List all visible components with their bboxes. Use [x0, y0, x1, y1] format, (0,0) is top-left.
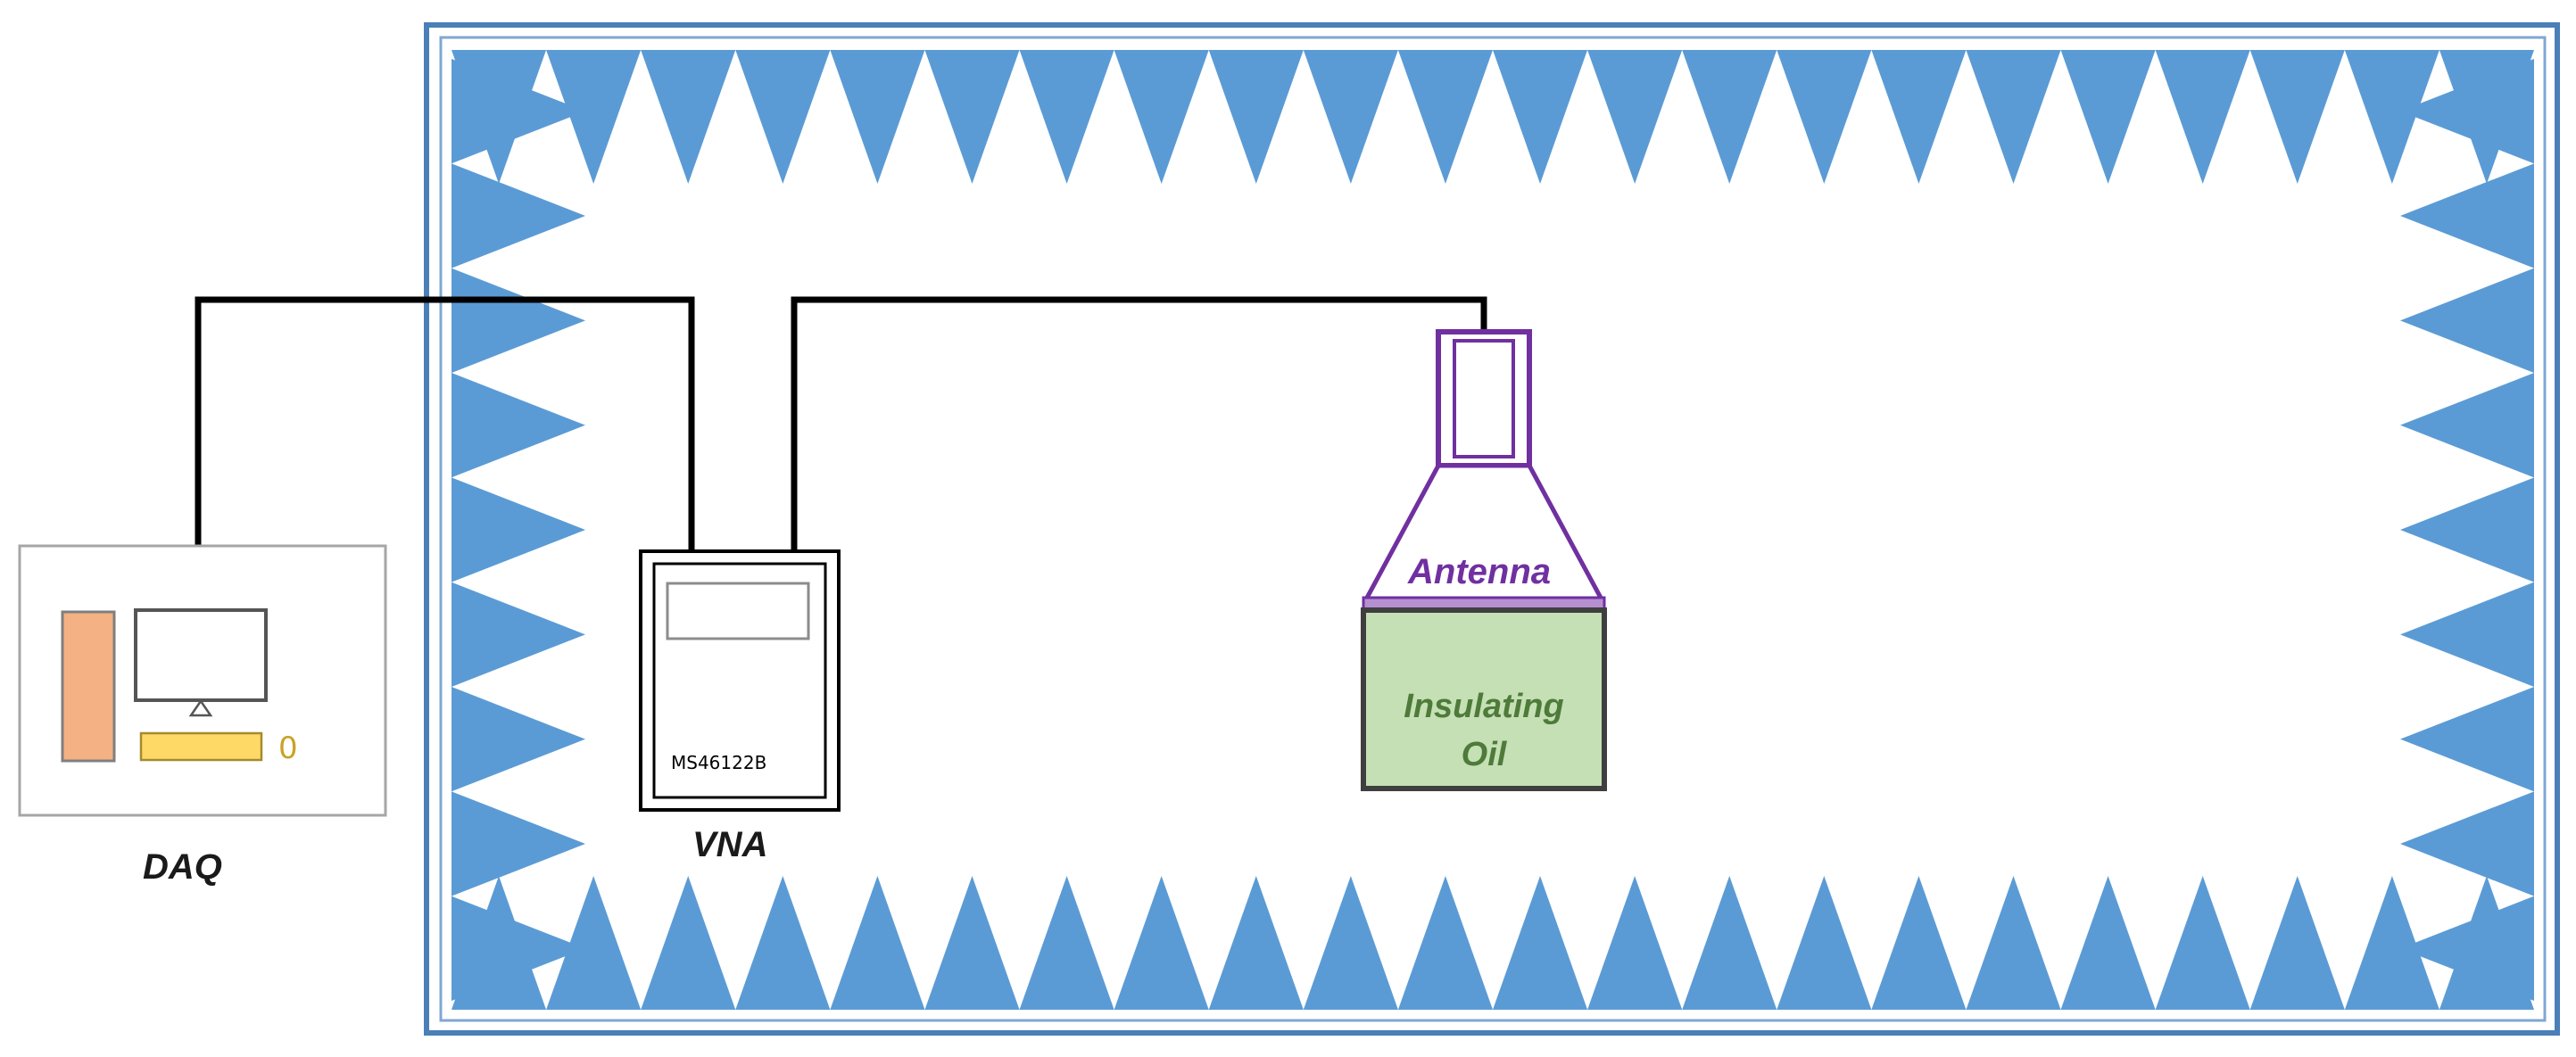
- absorber-wedge: [1208, 876, 1304, 1010]
- absorber-wedge: [451, 373, 585, 478]
- daq-label: DAQ: [143, 847, 222, 887]
- absorber-wedge: [546, 876, 642, 1010]
- absorber-wedge: [1587, 876, 1683, 1010]
- absorber-wedge: [2249, 876, 2345, 1010]
- absorber-wedge: [1682, 50, 1777, 184]
- absorber-wedge: [451, 163, 585, 268]
- absorber-wedge: [1303, 50, 1398, 184]
- absorber-wedge: [2344, 50, 2439, 184]
- absorber-wedge: [2060, 876, 2156, 1010]
- cables: [195, 296, 1487, 551]
- absorber-wedge: [830, 50, 925, 184]
- antenna-label: Antenna: [1407, 552, 1551, 591]
- oil-label-line1: Insulating: [1404, 688, 1563, 725]
- absorber-wedge: [1587, 50, 1683, 184]
- absorber-wedge: [1397, 50, 1493, 184]
- oil-label-line2: Oil: [1462, 736, 1508, 773]
- absorber-wedge: [1303, 876, 1398, 1010]
- absorber-wedge: [2400, 582, 2534, 687]
- absorber-wedge: [451, 59, 585, 164]
- vna-instrument: MS46122B VNA: [639, 549, 841, 864]
- absorber-wedge: [2155, 876, 2250, 1010]
- absorber-wedge: [1966, 50, 2061, 184]
- absorber-wedges: [451, 50, 2534, 1010]
- absorber-wedge: [2400, 268, 2534, 373]
- absorber-wedge: [1777, 50, 1872, 184]
- absorber-wedge: [1777, 876, 1872, 1010]
- absorber-wedge: [2400, 477, 2534, 582]
- absorber-wedge: [451, 896, 585, 1001]
- horn-antenna: Antenna: [1362, 329, 1606, 612]
- absorber-wedge: [1493, 50, 1588, 184]
- insulating-oil-container: Insulating Oil: [1361, 607, 1607, 791]
- absorber-wedge: [735, 50, 831, 184]
- absorber-wedge: [451, 268, 585, 373]
- absorber-wedge: [924, 50, 1020, 184]
- absorber-wedge: [1019, 876, 1114, 1010]
- absorber-wedge: [2400, 687, 2534, 792]
- absorber-wedge: [1871, 50, 1967, 184]
- absorber-wedge: [924, 876, 1020, 1010]
- vna-model-label: MS46122B: [671, 752, 766, 773]
- anechoic-chamber: [424, 22, 2560, 1036]
- absorber-wedge: [1966, 876, 2061, 1010]
- monitor-stand-icon: [188, 698, 213, 717]
- absorber-wedge: [1019, 50, 1114, 184]
- absorber-wedge: [546, 50, 642, 184]
- absorber-wedge: [451, 477, 585, 582]
- absorber-wedge: [641, 50, 736, 184]
- absorber-wedge: [641, 876, 736, 1010]
- daq-workstation: 0 DAQ: [18, 544, 387, 887]
- absorber-wedge: [2344, 876, 2439, 1010]
- antenna-feed-inner: [1453, 339, 1515, 458]
- absorber-wedge: [2400, 59, 2534, 164]
- absorber-wedge: [451, 791, 585, 896]
- absorber-wedge: [2400, 791, 2534, 896]
- vna-screen: [666, 582, 810, 640]
- absorber-wedge: [830, 876, 925, 1010]
- absorber-wedge: [1871, 876, 1967, 1010]
- absorber-wedge: [2060, 50, 2156, 184]
- daq-indicator-text: 0: [278, 731, 298, 766]
- absorber-wedge: [451, 687, 585, 792]
- pc-tower-icon: [61, 610, 116, 763]
- absorber-wedge: [1493, 876, 1588, 1010]
- monitor-icon: [134, 608, 268, 702]
- absorber-wedge: [2249, 50, 2345, 184]
- vna-label: VNA: [692, 825, 767, 864]
- absorber-wedge: [1208, 50, 1304, 184]
- absorber-wedge: [2400, 163, 2534, 268]
- daq-vna-cable: [195, 296, 695, 551]
- absorber-wedge: [1114, 50, 1209, 184]
- oil-box: [1361, 607, 1607, 791]
- absorber-wedge: [1114, 876, 1209, 1010]
- absorber-wedge: [2400, 896, 2534, 1001]
- absorber-wedge: [1682, 876, 1777, 1010]
- absorber-wedge: [1397, 876, 1493, 1010]
- absorber-wedge: [2400, 373, 2534, 478]
- vna-antenna-cable: [791, 296, 1487, 551]
- keyboard-icon: [139, 731, 263, 762]
- absorber-wedge: [735, 876, 831, 1010]
- absorber-wedge: [451, 582, 585, 687]
- absorber-wedge: [2155, 50, 2250, 184]
